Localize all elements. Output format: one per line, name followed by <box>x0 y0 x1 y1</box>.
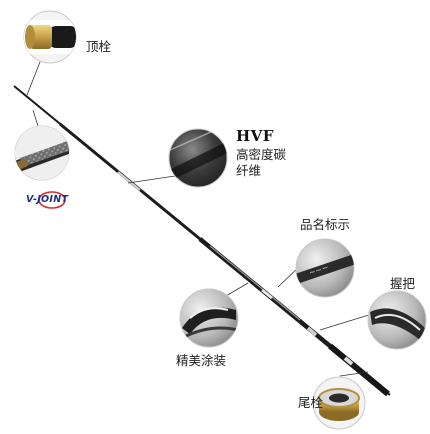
product-mark-detail-photo: ~~~ <box>295 238 355 298</box>
fishing-rod <box>13 85 391 397</box>
finish-detail-photo <box>179 288 239 348</box>
end-cap-label: 尾栓 <box>298 395 324 410</box>
top-cap-label: 顶栓 <box>86 39 112 54</box>
grip-label: 握把 <box>390 276 416 291</box>
hvf-carbon-detail-photo <box>168 128 228 188</box>
end-cap-photo <box>312 376 366 430</box>
top-cap-photo <box>23 10 77 64</box>
vjoint-logo-text: V-JOINT <box>26 194 69 205</box>
vjoint-logo <box>38 191 66 209</box>
hvf-title: HVF <box>236 127 274 145</box>
grip-detail-photo <box>367 290 427 350</box>
vjoint-detail-photo <box>14 125 70 181</box>
hvf-label-line1: 高密度碳 <box>236 147 287 162</box>
leader-lines <box>26 61 373 377</box>
hvf-label-line2: 纤维 <box>236 163 262 178</box>
product-mark-label: 品名标示 <box>300 217 351 232</box>
finish-label: 精美涂装 <box>176 353 227 368</box>
